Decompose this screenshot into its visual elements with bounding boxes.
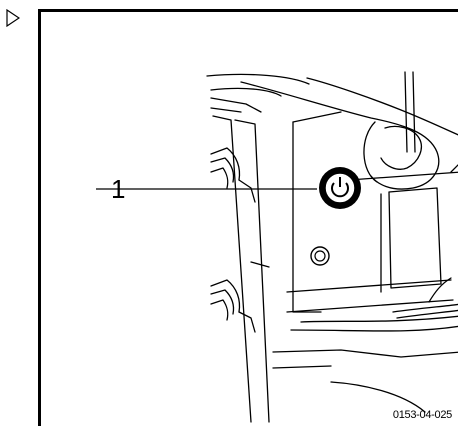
figure-code: 0153-04-025 bbox=[392, 409, 452, 421]
right-triangle-marker-icon bbox=[6, 9, 20, 27]
illustration-frame: 1 0153-04-025 bbox=[38, 9, 458, 426]
device-illustration bbox=[96, 71, 458, 423]
callout-number: 1 bbox=[111, 174, 126, 204]
screw-icon bbox=[310, 246, 330, 266]
power-button-icon bbox=[319, 167, 361, 209]
